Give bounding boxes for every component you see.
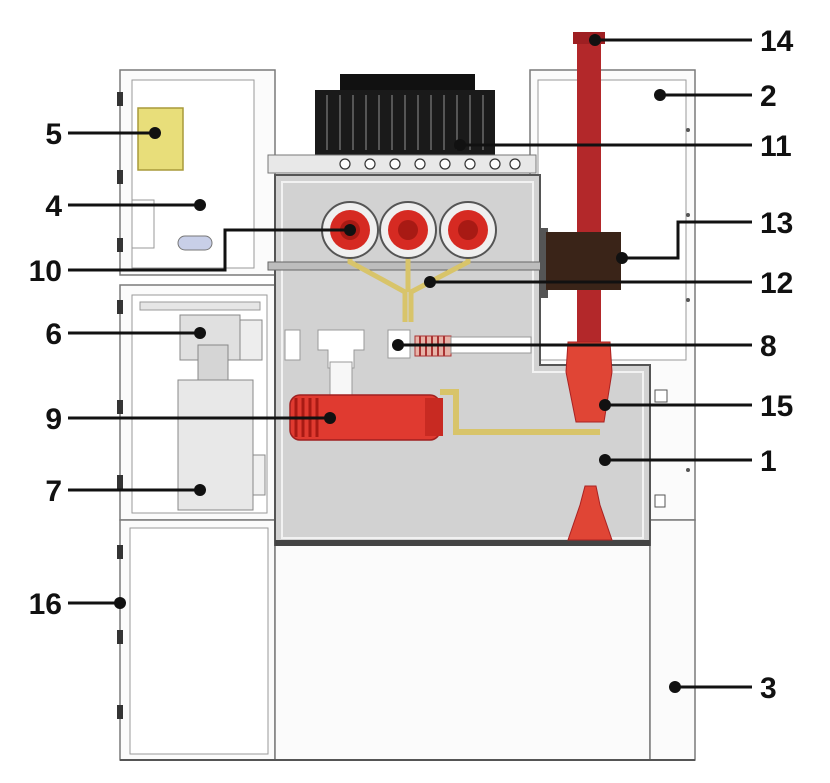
callout-label: 15 bbox=[760, 390, 793, 423]
output-conductor bbox=[440, 389, 600, 435]
bushing-2 bbox=[379, 201, 437, 259]
callout-label: 1 bbox=[760, 445, 777, 478]
fin-lines bbox=[326, 95, 484, 150]
dot-12 bbox=[424, 276, 436, 288]
dot-15 bbox=[599, 399, 611, 411]
dot-16 bbox=[114, 597, 126, 609]
insulator-left bbox=[284, 329, 301, 361]
hinge bbox=[117, 300, 123, 314]
yellow-control-box bbox=[137, 107, 184, 171]
lower-cable-bushing bbox=[567, 485, 613, 541]
hinge bbox=[117, 92, 123, 106]
right-cabinet-door bbox=[537, 79, 687, 361]
dot-1 bbox=[599, 454, 611, 466]
leader-10 bbox=[68, 228, 350, 272]
breaker-terminal bbox=[329, 361, 353, 398]
callout-label: 5 bbox=[45, 118, 62, 151]
gas-tank-inner-edge bbox=[281, 181, 644, 539]
leader-13 bbox=[622, 220, 752, 260]
dot-5 bbox=[149, 127, 161, 139]
right-cabinet-rivet bbox=[686, 213, 690, 217]
hinge bbox=[117, 705, 123, 719]
hinge bbox=[117, 630, 123, 644]
tank-base-plate bbox=[275, 540, 650, 546]
callout-label: 10 bbox=[29, 255, 62, 288]
mechanism-shaft bbox=[197, 344, 229, 381]
hinge bbox=[117, 545, 123, 559]
ct-flange bbox=[540, 228, 548, 298]
current-transformer bbox=[546, 232, 621, 290]
dot-7 bbox=[194, 484, 206, 496]
callout-label: 6 bbox=[45, 318, 62, 351]
right-cabinet-latch bbox=[654, 389, 668, 403]
right-cabinet-rivet bbox=[686, 468, 690, 472]
callout-label: 3 bbox=[760, 672, 777, 705]
callout-label: 14 bbox=[760, 25, 794, 58]
bushing-3 bbox=[439, 201, 497, 259]
main-busbar bbox=[577, 44, 601, 344]
callout-label: 9 bbox=[45, 403, 62, 436]
pressure-relief-cap bbox=[340, 74, 475, 90]
support-insulator bbox=[317, 329, 365, 369]
dot-3 bbox=[669, 681, 681, 693]
left-cable-door bbox=[129, 527, 269, 755]
dot-11 bbox=[454, 139, 466, 151]
low-voltage-unit bbox=[177, 379, 254, 511]
mechanism-side-plate bbox=[239, 319, 263, 361]
cable-compartment bbox=[274, 544, 651, 761]
hinge bbox=[117, 475, 123, 489]
low-voltage-connector bbox=[252, 454, 266, 496]
dot-9 bbox=[324, 412, 336, 424]
callout-label: 2 bbox=[760, 80, 777, 113]
right-cabinet-rivet bbox=[686, 298, 690, 302]
interrupter-end-cap bbox=[425, 398, 443, 436]
callout-label: 8 bbox=[760, 330, 777, 363]
hinge bbox=[117, 170, 123, 184]
dot-14 bbox=[589, 34, 601, 46]
dot-8 bbox=[392, 339, 404, 351]
callout-label: 7 bbox=[45, 475, 62, 508]
right-cabinet-latch bbox=[654, 494, 666, 508]
hinge bbox=[117, 238, 123, 252]
callout-label: 12 bbox=[760, 267, 793, 300]
right-cabinet-rivet bbox=[686, 128, 690, 132]
dot-4 bbox=[194, 199, 206, 211]
dot-13 bbox=[616, 252, 628, 264]
indicator-window bbox=[177, 235, 213, 251]
callout-label: 4 bbox=[45, 190, 62, 223]
right-cable-cabinet bbox=[649, 519, 696, 761]
dot-2 bbox=[654, 89, 666, 101]
dot-6 bbox=[194, 327, 206, 339]
left-upper-bracket bbox=[131, 199, 155, 249]
hinge bbox=[117, 400, 123, 414]
dot-10 bbox=[344, 224, 356, 236]
terminal-strip-bolts bbox=[339, 158, 521, 170]
callout-label: 13 bbox=[760, 207, 793, 240]
mechanism-rail bbox=[139, 301, 261, 311]
callout-label: 16 bbox=[29, 588, 62, 621]
callout-label: 11 bbox=[760, 130, 792, 163]
